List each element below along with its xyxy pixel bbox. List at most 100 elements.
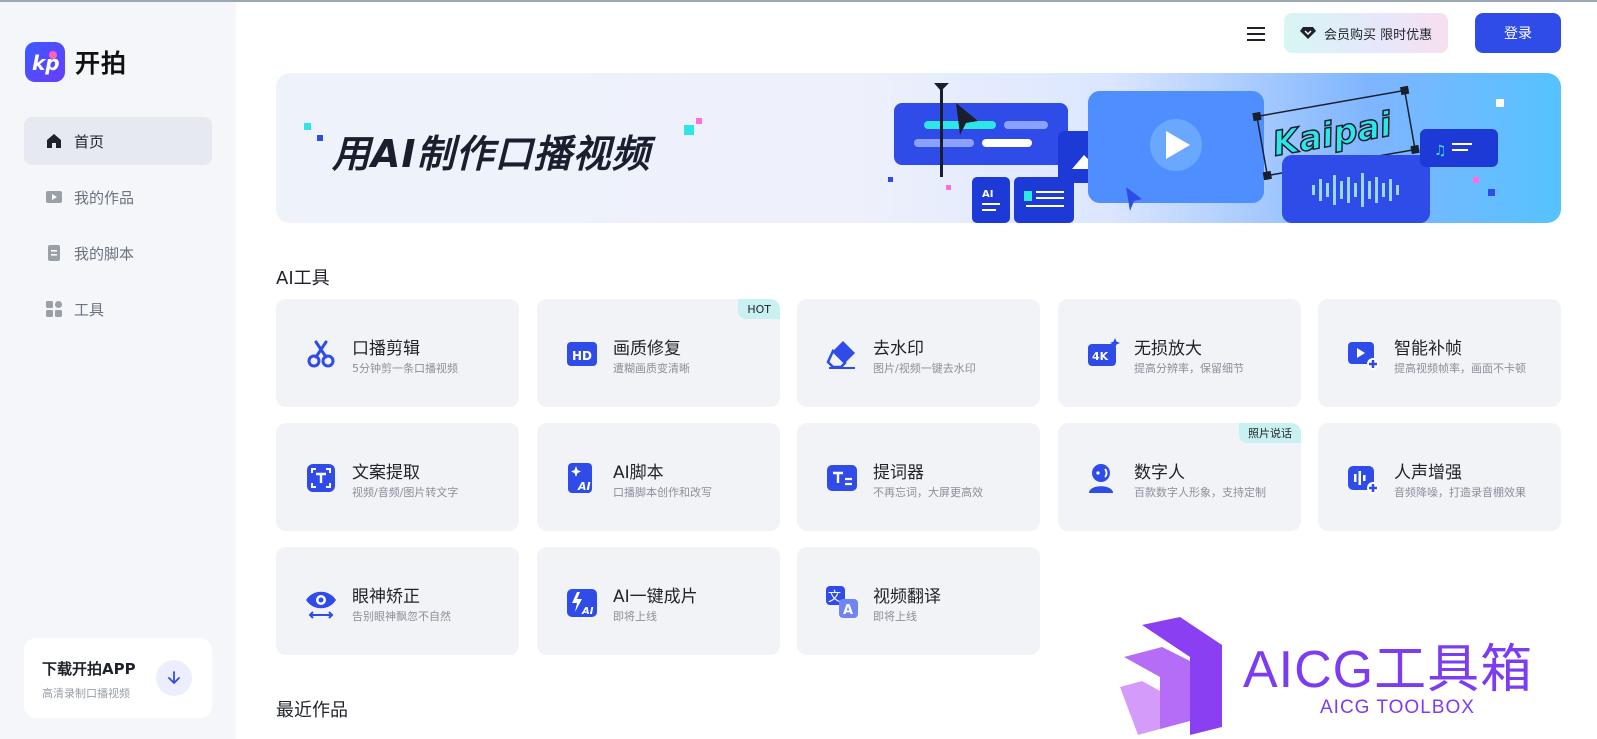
- brand-name: 开拍: [75, 49, 128, 78]
- tool-desc: 图片/视频一键去水印: [873, 362, 976, 375]
- sidebar-item-label: 工具: [74, 300, 105, 319]
- sidebar-item-tools[interactable]: 工具: [24, 285, 212, 333]
- tool-card[interactable]: 眼神矫正 告别眼神飘忽不自然: [276, 547, 519, 655]
- translate-icon-text-b: A: [843, 603, 853, 618]
- watermark-subtitle: AICG TOOLBOX: [1320, 697, 1475, 718]
- banner-illustration: AI Kaipai ♫: [304, 83, 1504, 223]
- download-app-card[interactable]: 下载开拍APP 高清录制口播视频: [24, 638, 212, 718]
- tool-desc: 不再忘词，大屏更高效: [873, 486, 983, 499]
- tool-name: 口播剪辑: [352, 339, 420, 359]
- tool-name: AI一键成片: [613, 587, 698, 607]
- tool-desc: 口播脚本创作和改写: [613, 486, 712, 499]
- sidebar-item-label: 首页: [74, 132, 105, 151]
- script-icon: [45, 244, 63, 262]
- tool-card[interactable]: 文案提取 视频/音频/图片转文字: [276, 423, 519, 531]
- section-title-ai-tools: AI工具: [276, 268, 330, 289]
- tool-card[interactable]: 4K 无损放大 提高分辨率，保留细节: [1058, 299, 1301, 407]
- brand-logo: kp: [25, 42, 65, 82]
- text-scan-icon: [304, 461, 338, 495]
- section-title-recent: 最近作品: [276, 700, 348, 721]
- brand[interactable]: kp 开拍: [25, 42, 127, 82]
- login-button[interactable]: 登录: [1475, 13, 1561, 53]
- tool-card[interactable]: 去水印 图片/视频一键去水印: [797, 299, 1040, 407]
- tool-desc: 百款数字人形象，支持定制: [1134, 486, 1266, 499]
- sidebar-item-label: 我的脚本: [74, 244, 135, 263]
- tool-name: 视频翻译: [873, 587, 941, 607]
- tool-card[interactable]: 口播剪辑 5分钟剪一条口播视频: [276, 299, 519, 407]
- hd-icon-text: HD: [572, 349, 592, 363]
- tool-desc: 提高分辨率，保留细节: [1134, 362, 1244, 375]
- tool-desc: 5分钟剪一条口播视频: [352, 362, 458, 375]
- tool-card[interactable]: 人声增强 音频降噪，打造录音棚效果: [1318, 423, 1561, 531]
- tool-name: 人声增强: [1394, 463, 1462, 483]
- ai-script-icon-text: AI: [577, 480, 591, 493]
- sidebar-item-home[interactable]: 首页: [24, 117, 212, 165]
- sidebar-item-my-scripts[interactable]: 我的脚本: [24, 229, 212, 277]
- tool-name: 智能补帧: [1394, 339, 1462, 359]
- tool-desc: 提高视频帧率，画面不卡顿: [1394, 362, 1526, 375]
- eye-icon: [304, 585, 338, 619]
- 4k-icon: 4K: [1086, 337, 1120, 371]
- tool-name: 数字人: [1134, 463, 1185, 483]
- video-plus-icon: [1346, 337, 1380, 371]
- grid-icon: [45, 300, 63, 318]
- download-app-title: 下载开拍APP: [42, 660, 136, 678]
- tool-name: 画质修复: [613, 339, 681, 359]
- tool-name: AI脚本: [613, 463, 664, 483]
- tool-desc: 即将上线: [873, 610, 917, 623]
- ai-flash-icon: AI: [565, 585, 599, 619]
- tool-card[interactable]: AI AI脚本 口播脚本创作和改写: [537, 423, 780, 531]
- teleprompter-icon: [825, 461, 859, 495]
- voice-plus-icon: [1346, 461, 1380, 495]
- photo-talk-badge: 照片说话: [1239, 423, 1301, 443]
- play-box-icon: [45, 188, 63, 206]
- tool-desc: 即将上线: [613, 610, 657, 623]
- tool-desc: 音频降噪，打造录音棚效果: [1394, 486, 1526, 499]
- tool-card[interactable]: 提词器 不再忘词，大屏更高效: [797, 423, 1040, 531]
- menu-button[interactable]: [1244, 22, 1268, 46]
- sidebar-nav: 首页 我的作品 我的脚本 工具: [24, 117, 212, 341]
- 4k-icon-text: 4K: [1092, 350, 1109, 363]
- translate-icon-text-a: 文: [828, 590, 841, 605]
- promo-banner[interactable]: AI Kaipai ♫: [276, 73, 1561, 223]
- ai-flash-icon-text: AI: [581, 606, 594, 617]
- tool-desc: 告别眼神飘忽不自然: [352, 610, 451, 623]
- vip-label: 会员购买 限时优惠: [1324, 27, 1433, 43]
- watermark-logo-icon: [1120, 617, 1222, 735]
- tool-name: 去水印: [873, 339, 924, 359]
- tool-name: 提词器: [873, 463, 924, 483]
- banner-ai-tag: AI: [982, 189, 993, 200]
- sidebar-item-label: 我的作品: [74, 188, 135, 207]
- digital-human-icon: [1086, 461, 1120, 495]
- tool-name: 文案提取: [352, 463, 420, 483]
- ai-script-icon: AI: [565, 461, 599, 495]
- tool-card[interactable]: HOT HD 画质修复 遭糊画质变清晰: [537, 299, 780, 407]
- tool-desc: 视频/音频/图片转文字: [352, 486, 459, 499]
- sidebar-item-my-works[interactable]: 我的作品: [24, 173, 212, 221]
- download-icon: [168, 671, 180, 684]
- scissors-icon: [304, 337, 338, 371]
- watermark-title: AICG工具箱: [1243, 641, 1534, 699]
- tool-name: 眼神矫正: [352, 587, 420, 607]
- vip-purchase-button[interactable]: 会员购买 限时优惠: [1284, 13, 1448, 53]
- home-icon: [45, 132, 63, 150]
- hot-badge: HOT: [738, 299, 780, 319]
- banner-title: 用AI制作口播视频: [332, 132, 651, 176]
- tool-desc: 遭糊画质变清晰: [613, 362, 690, 375]
- eraser-icon: [825, 337, 859, 371]
- tool-card[interactable]: 照片说话 数字人 百款数字人形象，支持定制: [1058, 423, 1301, 531]
- download-button[interactable]: [156, 660, 192, 696]
- download-app-subtitle: 高清录制口播视频: [42, 687, 130, 700]
- diamond-icon: [1300, 26, 1316, 40]
- menu-icon: [1247, 27, 1265, 41]
- tool-card[interactable]: 智能补帧 提高视频帧率，画面不卡顿: [1318, 299, 1561, 407]
- top-border: [0, 0, 1597, 2]
- watermark: AICG工具箱 AICG TOOLBOX: [1120, 617, 1560, 735]
- tool-card[interactable]: AI AI一键成片 即将上线: [537, 547, 780, 655]
- sidebar: kp 开拍 首页 我的作品 我的脚本: [0, 2, 236, 739]
- logo-icon: kp: [32, 51, 60, 75]
- hd-icon: HD: [565, 337, 599, 371]
- svg-text:♫: ♫: [1434, 143, 1447, 159]
